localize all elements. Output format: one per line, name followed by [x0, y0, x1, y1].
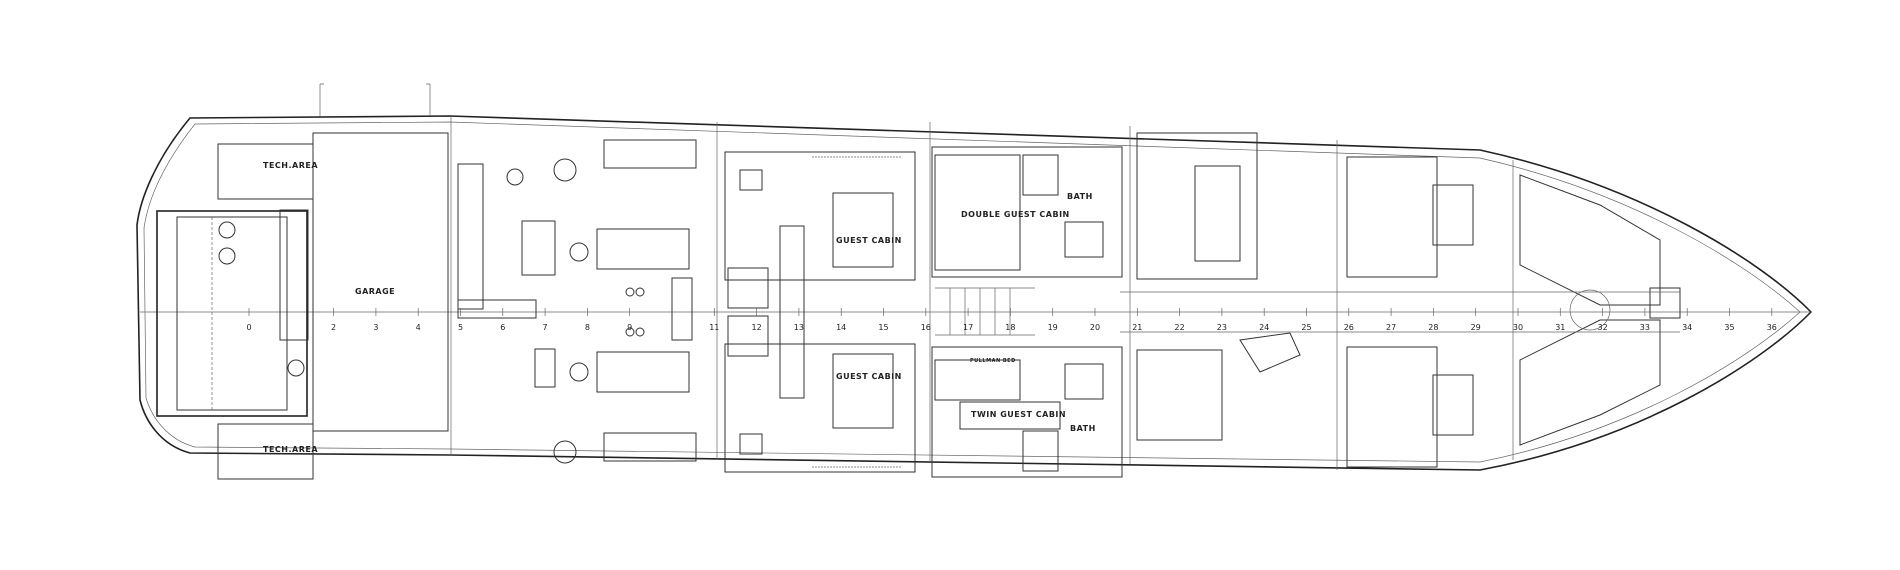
- frame-number: 14: [836, 323, 846, 332]
- frame-number: 16: [921, 323, 931, 332]
- engine-room: [457, 139, 697, 464]
- label-guest-cabin-bottom: Guest Cabin: [836, 372, 902, 381]
- frame-number: 0: [246, 323, 251, 332]
- frame-number: 18: [1005, 323, 1015, 332]
- guest-cabins: [724, 151, 916, 473]
- frame-number: 2: [331, 323, 336, 332]
- frame-number: 21: [1132, 323, 1142, 332]
- label-twin-guest-cabin: Twin Guest Cabin: [971, 410, 1066, 419]
- garage-area: [312, 132, 449, 432]
- frame-number: 28: [1428, 323, 1438, 332]
- frame-number: 26: [1344, 323, 1354, 332]
- frame-number: 30: [1513, 323, 1523, 332]
- label-tech-area-bottom: Tech.area: [263, 445, 318, 454]
- label-guest-cabin-top: Guest Cabin: [836, 236, 902, 245]
- frame-number: 13: [794, 323, 804, 332]
- frame-number: 33: [1640, 323, 1650, 332]
- forward-cabins: [1120, 132, 1681, 468]
- label-bath-bottom: Bath: [1070, 424, 1096, 433]
- frame-number: 5: [458, 323, 463, 332]
- label-pullman-bed: Pullman bed: [970, 358, 1016, 364]
- frame-number: 31: [1555, 323, 1565, 332]
- frame-number: 7: [543, 323, 548, 332]
- frame-number: 29: [1471, 323, 1481, 332]
- frame-number: 36: [1767, 323, 1777, 332]
- label-double-guest-cabin: Double Guest Cabin: [961, 210, 1070, 219]
- frame-number: 17: [963, 323, 973, 332]
- frame-number: 4: [416, 323, 421, 332]
- aft-tech-block: [156, 143, 314, 480]
- frame-number: 34: [1682, 323, 1692, 332]
- frame-number: 3: [373, 323, 378, 332]
- hull-outline: [136, 115, 1813, 471]
- frame-number: 12: [752, 323, 762, 332]
- frame-number: 24: [1259, 323, 1269, 332]
- label-tech-area-top: Tech.area: [263, 161, 318, 170]
- frame-number: 22: [1175, 323, 1185, 332]
- label-garage: Garage: [355, 287, 395, 296]
- bulkheads: [450, 116, 1514, 470]
- frame-number: 11: [709, 323, 719, 332]
- frame-number: 25: [1301, 323, 1311, 332]
- frame-number: 19: [1048, 323, 1058, 332]
- frame-number: 35: [1724, 323, 1734, 332]
- label-bath-top: Bath: [1067, 192, 1093, 201]
- frame-number: 23: [1217, 323, 1227, 332]
- frame-number: 8: [585, 323, 590, 332]
- frame-number: 6: [500, 323, 505, 332]
- frame-number: 20: [1090, 323, 1100, 332]
- frame-number: 9: [627, 323, 632, 332]
- central-cabins: [931, 146, 1123, 478]
- frame-number: 15: [878, 323, 888, 332]
- frame-number: 32: [1598, 323, 1608, 332]
- frame-number: 27: [1386, 323, 1396, 332]
